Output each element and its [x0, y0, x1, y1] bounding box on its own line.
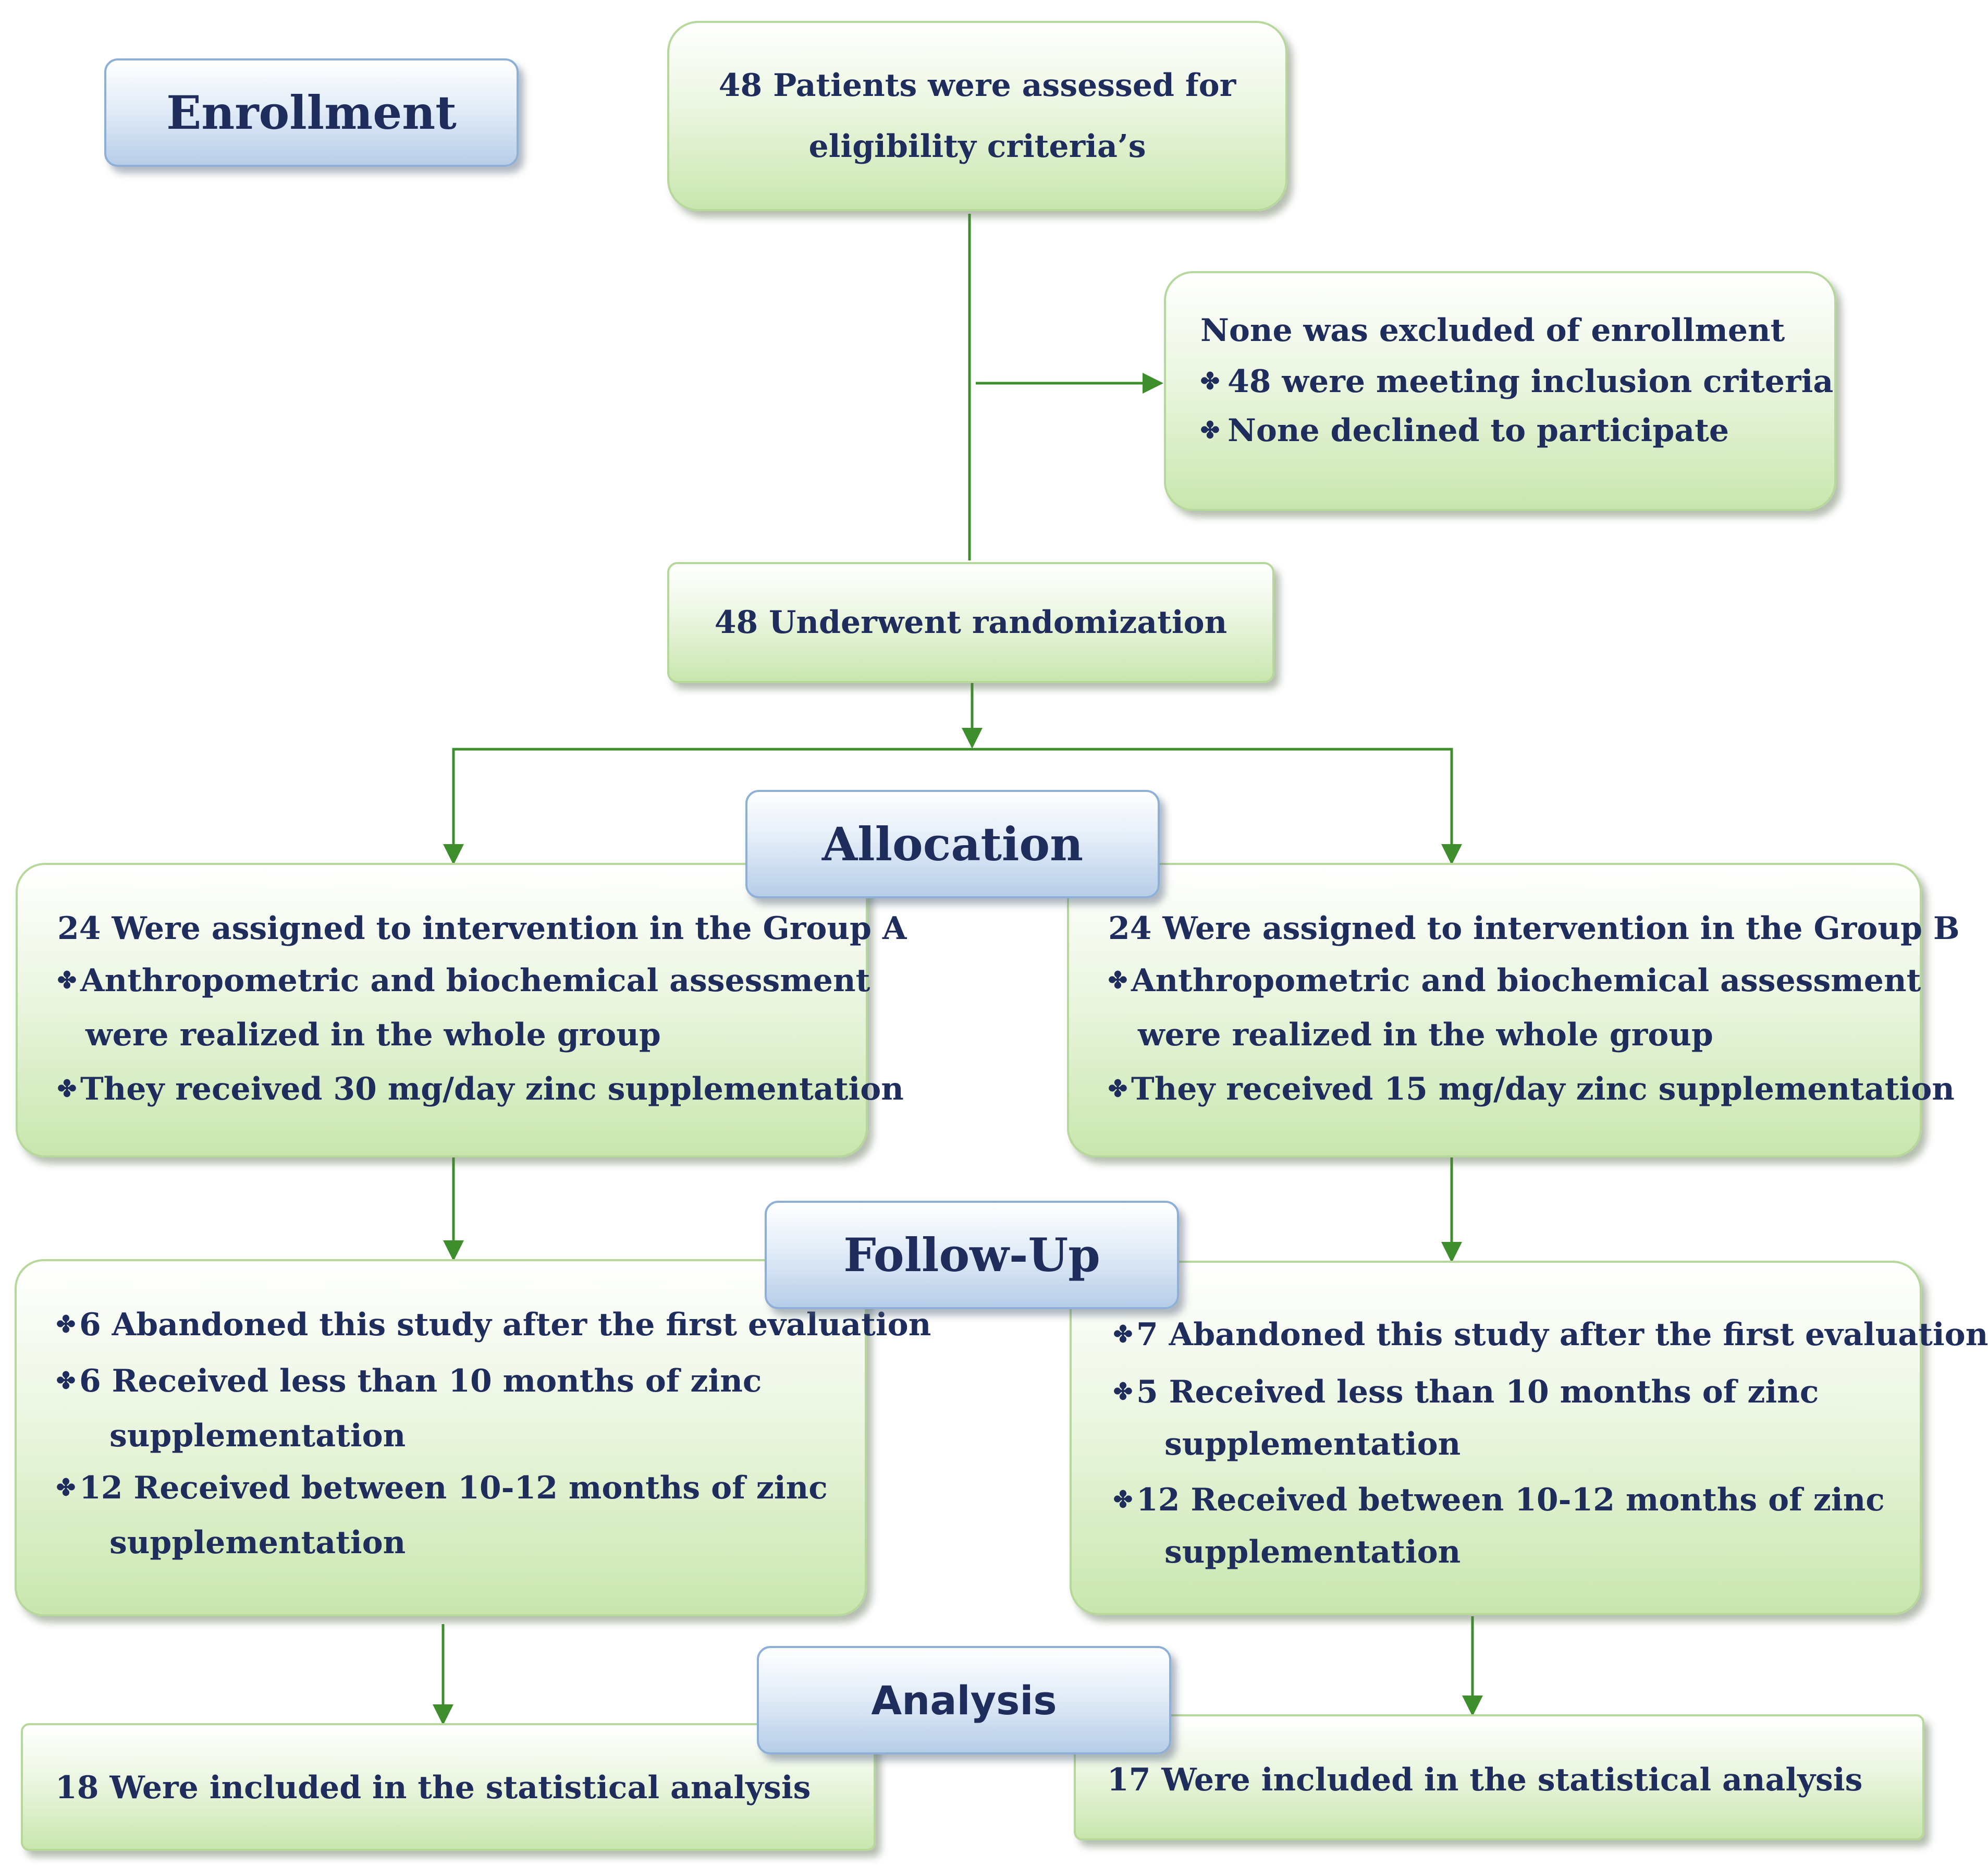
- excluded-item: ✤ 48 were meeting inclusion criteria: [1200, 366, 1833, 397]
- assessed-line-2: eligibility criteria’s: [808, 128, 1146, 165]
- excluded-box: None was excluded of enrollment ✤ 48 were…: [1164, 271, 1836, 511]
- group-a-item: ✤They received 30 mg/day zinc supplement…: [57, 1074, 904, 1105]
- group-a-box: 24 Were assigned to intervention in the …: [16, 863, 906, 1157]
- group-b-item-text: They received 15 mg/day zinc supplementa…: [1131, 1071, 1955, 1107]
- follow-up-b-item-text: 12 Received between 10-12 months of zinc: [1136, 1482, 1885, 1518]
- follow-up-a-item: ✤6 Received less than 10 months of zinc: [56, 1365, 762, 1397]
- stage-label-enrollment-text: Enrollment: [166, 86, 457, 140]
- bullet-icon: ✤: [1113, 1486, 1133, 1513]
- bullet-icon: ✤: [1200, 417, 1220, 444]
- bullet-icon: ✤: [1113, 1379, 1133, 1405]
- follow-up-b-item-continued: supplementation: [1164, 1426, 1461, 1462]
- follow-up-b-item-continued: supplementation: [1164, 1534, 1461, 1570]
- follow-up-a-item-text: 6 Abandoned this study after the first e…: [79, 1307, 931, 1343]
- stage-label-allocation-text: Allocation: [821, 817, 1084, 871]
- bullet-icon: ✤: [1113, 1321, 1133, 1348]
- group-b-heading: 24 Were assigned to intervention in the …: [1108, 910, 1960, 947]
- assessed-line-1: 48 Patients were assessed for: [718, 67, 1236, 104]
- group-a-heading: 24 Were assigned to intervention in the …: [57, 910, 907, 947]
- randomization-text: 48 Underwent randomization: [714, 604, 1228, 641]
- follow-up-a-item-continued: supplementation: [109, 1524, 406, 1561]
- bullet-icon: ✤: [1108, 1076, 1127, 1102]
- excluded-item: ✤ None declined to participate: [1200, 415, 1729, 446]
- bullet-icon: ✤: [56, 1368, 76, 1394]
- stage-label-follow-up-text: Follow-Up: [843, 1228, 1100, 1282]
- excluded-item-text: 48 were meeting inclusion criteria: [1228, 363, 1834, 400]
- analysis-a-box: 18 Were included in the statistical anal…: [21, 1723, 876, 1851]
- stage-label-analysis-text: Analysis: [871, 1677, 1057, 1724]
- group-b-box: 24 Were assigned to intervention in the …: [1067, 863, 1960, 1157]
- follow-up-b-item: ✤12 Received between 10-12 months of zin…: [1113, 1484, 1885, 1516]
- group-b-item: ✤They received 15 mg/day zinc supplement…: [1108, 1074, 1955, 1105]
- excluded-heading: None was excluded of enrollment: [1200, 312, 1785, 349]
- connector-lines: [433, 214, 1483, 1725]
- bullet-icon: ✤: [1200, 368, 1220, 395]
- follow-up-b-item: ✤5 Received less than 10 months of zinc: [1113, 1376, 1819, 1408]
- excluded-item-text: None declined to participate: [1228, 412, 1729, 449]
- split-line: [452, 748, 1453, 860]
- follow-up-a-item: ✤12 Received between 10-12 months of zin…: [56, 1472, 828, 1504]
- stage-label-allocation: Allocation: [745, 790, 1160, 898]
- follow-up-b-box: ✤7 Abandoned this study after the first …: [1070, 1261, 1988, 1615]
- stage-label-enrollment: Enrollment: [104, 58, 519, 167]
- assessed-box: 48 Patients were assessed for eligibilit…: [667, 21, 1287, 211]
- group-a-item: ✤Anthropometric and biochemical assessme…: [57, 965, 870, 996]
- follow-up-b-item-text: 5 Received less than 10 months of zinc: [1136, 1374, 1819, 1410]
- follow-up-b-item: ✤7 Abandoned this study after the first …: [1113, 1319, 1988, 1350]
- analysis-b-text: 17 Were included in the statistical anal…: [1107, 1762, 1863, 1798]
- randomization-box: 48 Underwent randomization: [667, 562, 1274, 683]
- bullet-icon: ✤: [57, 967, 77, 994]
- group-a-item-text: Anthropometric and biochemical assessmen…: [80, 962, 870, 999]
- group-b-item: ✤Anthropometric and biochemical assessme…: [1108, 965, 1921, 996]
- stage-label-follow-up: Follow-Up: [765, 1201, 1179, 1309]
- group-b-item-continued: were realized in the whole group: [1138, 1017, 1713, 1053]
- follow-up-a-box: ✤6 Abandoned this study after the first …: [15, 1259, 931, 1616]
- stage-label-analysis: Analysis: [757, 1646, 1171, 1754]
- follow-up-b-item-text: 7 Abandoned this study after the first e…: [1136, 1316, 1988, 1353]
- consort-flow-diagram: Enrollment Allocation Follow-Up Analysis…: [15, 21, 1988, 1851]
- follow-up-a-item-continued: supplementation: [109, 1418, 406, 1454]
- analysis-a-text: 18 Were included in the statistical anal…: [55, 1770, 811, 1806]
- bullet-icon: ✤: [56, 1311, 76, 1338]
- bullet-icon: ✤: [1108, 967, 1127, 994]
- group-a-item-text: They received 30 mg/day zinc supplementa…: [80, 1071, 904, 1107]
- bullet-icon: ✤: [57, 1076, 77, 1102]
- bullet-icon: ✤: [56, 1474, 76, 1501]
- follow-up-a-item-text: 12 Received between 10-12 months of zinc: [79, 1470, 828, 1506]
- group-a-item-continued: were realized in the whole group: [85, 1017, 661, 1053]
- group-b-item-text: Anthropometric and biochemical assessmen…: [1131, 962, 1921, 999]
- analysis-b-box: 17 Were included in the statistical anal…: [1074, 1714, 1924, 1840]
- follow-up-a-item-text: 6 Received less than 10 months of zinc: [79, 1363, 762, 1399]
- follow-up-a-item: ✤6 Abandoned this study after the first …: [56, 1309, 931, 1340]
